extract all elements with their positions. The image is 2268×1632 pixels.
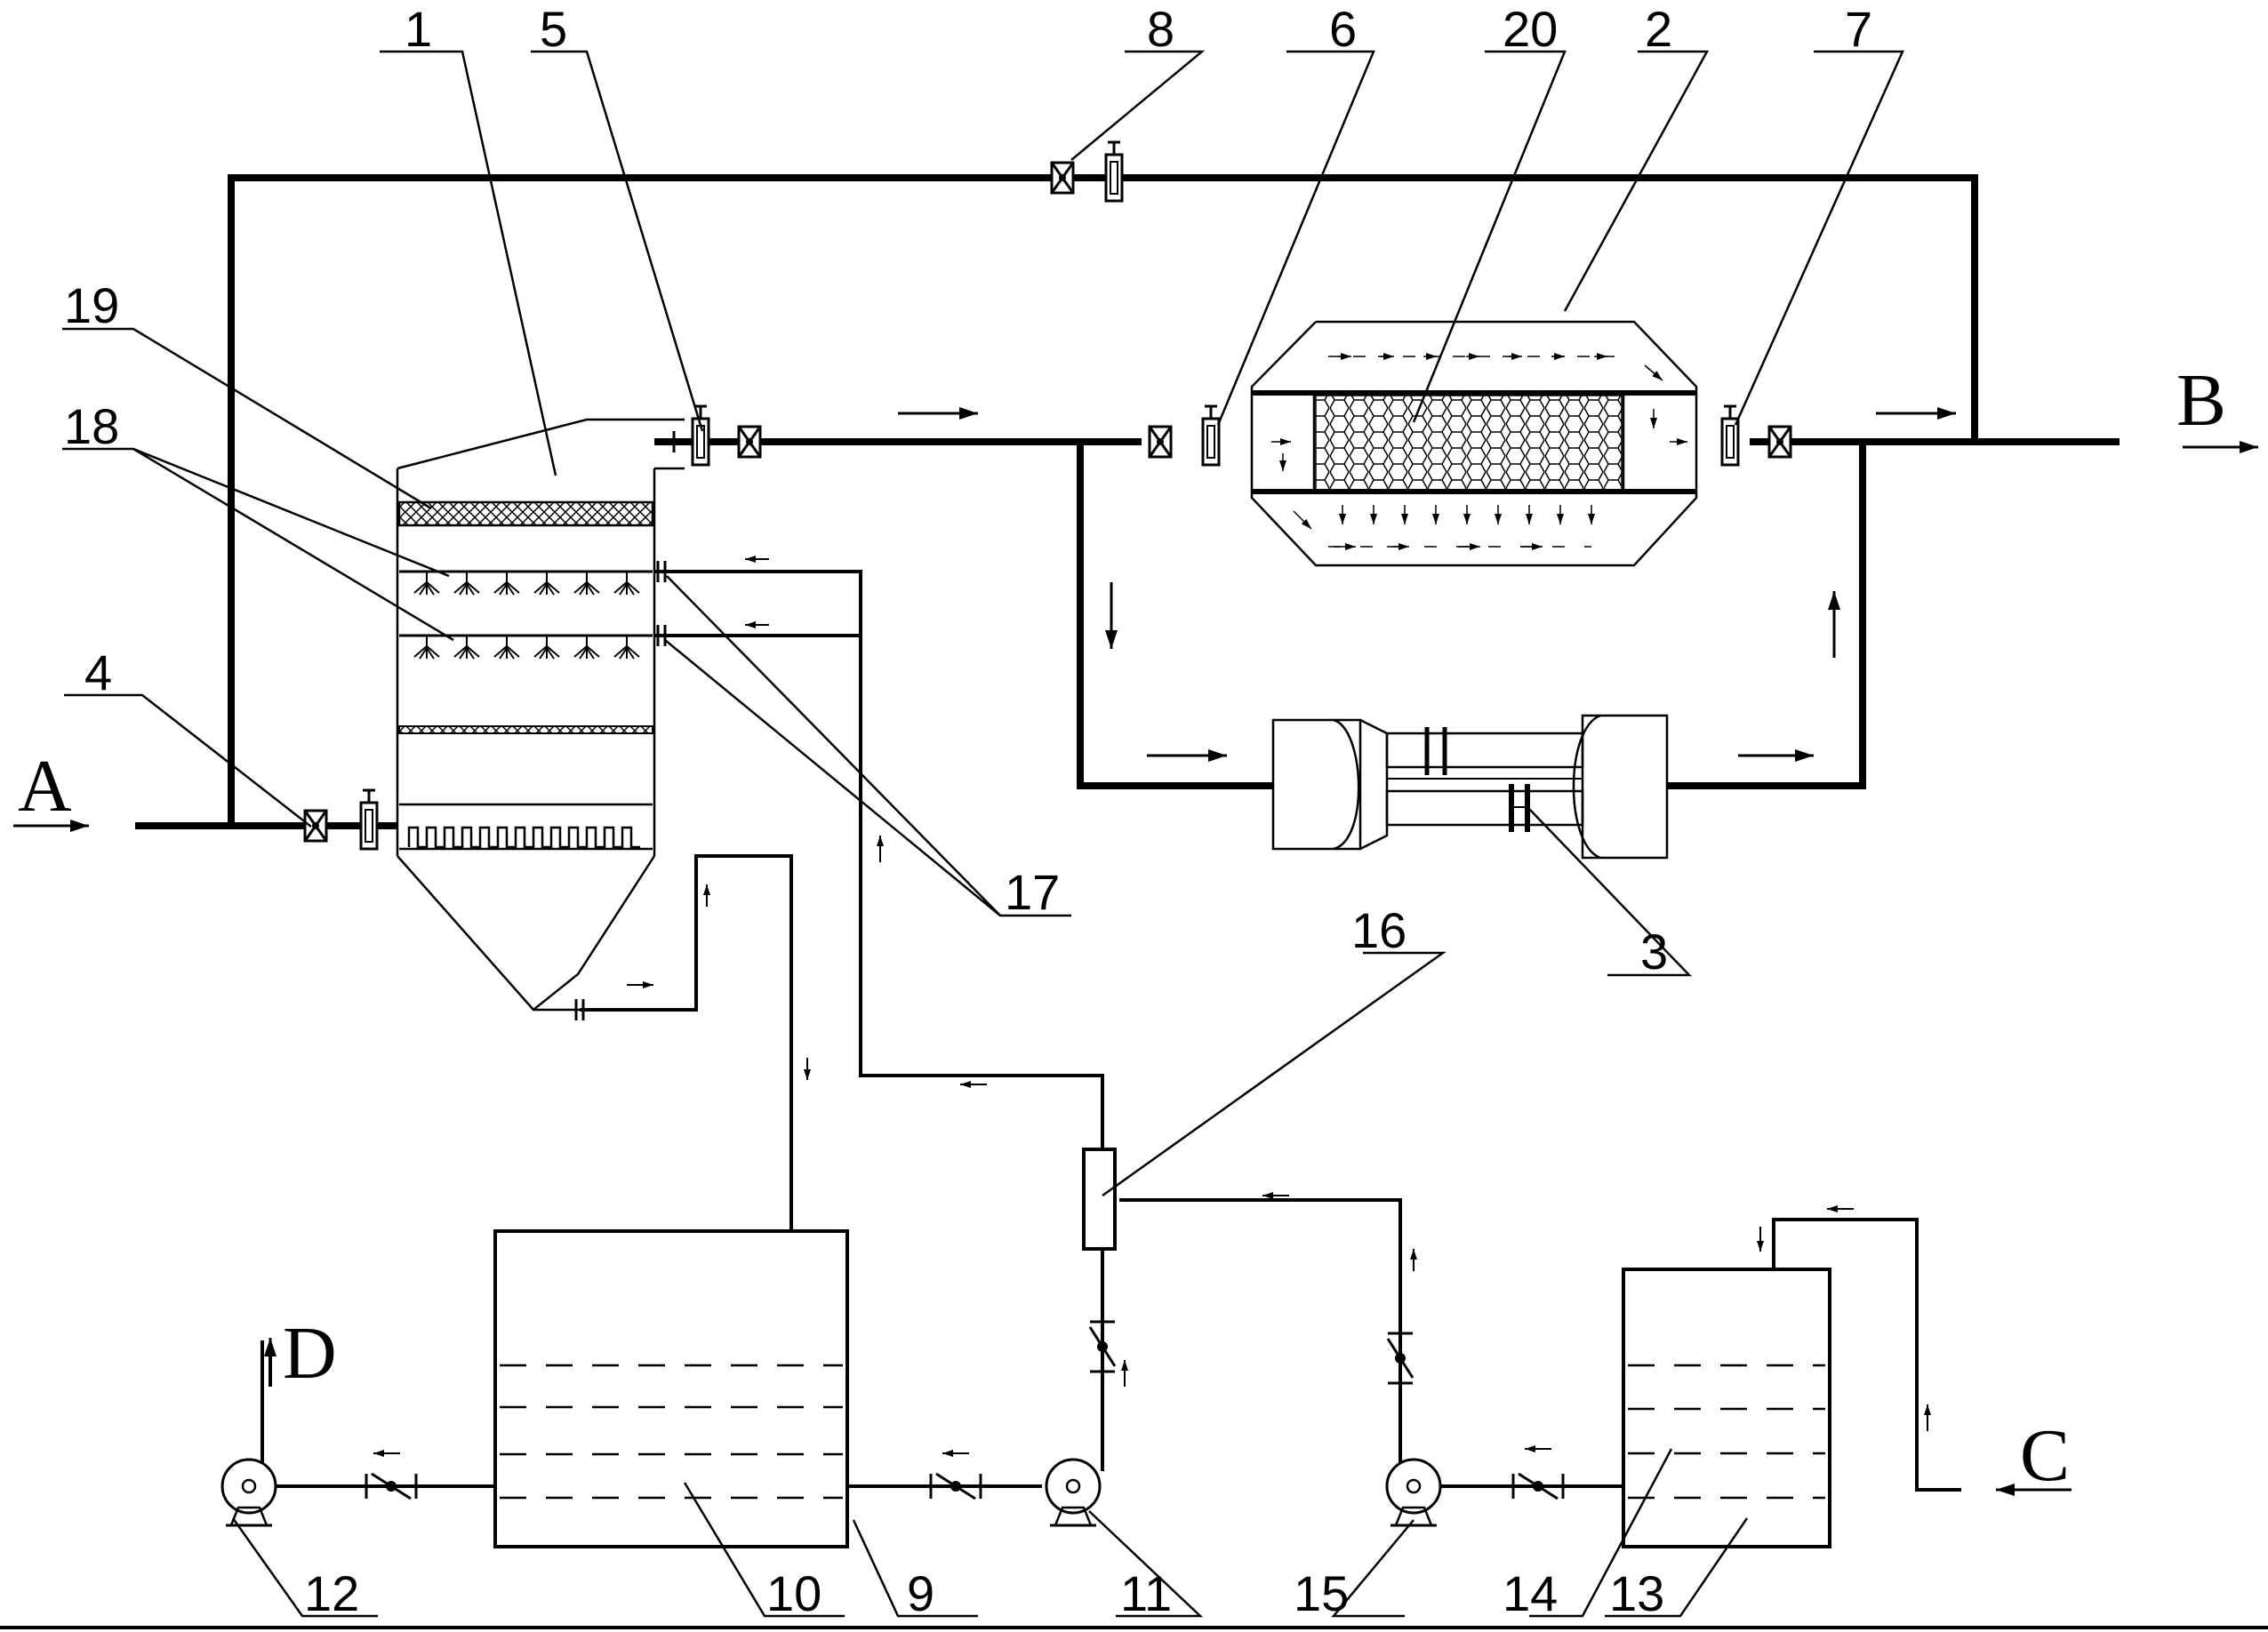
part-number-20: 20 — [1503, 1, 1558, 57]
spray-nozzles-18 — [413, 571, 640, 660]
part-number-8: 8 — [1147, 1, 1174, 57]
part-number-5: 5 — [540, 1, 567, 57]
honeycomb-adsorbent — [1315, 395, 1623, 491]
part-number-3: 3 — [1640, 924, 1668, 980]
pipe-flanges — [574, 431, 676, 1020]
flowmeter-4 — [359, 788, 379, 851]
liquid-pipes — [260, 570, 1961, 1492]
circulation-tank-10 — [493, 1229, 849, 1548]
mist-eliminator-19 — [397, 500, 654, 527]
part-number-16: 16 — [1351, 902, 1406, 958]
flowmeter-6 — [1201, 404, 1221, 467]
part-number-14: 14 — [1503, 1565, 1558, 1621]
part-number-1: 1 — [405, 1, 432, 57]
liquid-flow-arrows — [373, 556, 1931, 1457]
packing-layer — [398, 725, 653, 734]
adsorber-20 — [1250, 320, 1698, 567]
scrubber-tower — [396, 418, 685, 1012]
port-label-b: B — [2176, 359, 2226, 442]
flowmeter-8 — [1104, 140, 1124, 203]
gate-valve-5[interactable] — [737, 425, 762, 459]
part-labels: 1 2 3 4 5 6 7 8 9 10 11 12 13 14 15 16 1… — [64, 1, 1872, 1621]
part-number-10: 10 — [766, 1565, 821, 1621]
static-mixer-16 — [1082, 1148, 1117, 1251]
part-number-18: 18 — [64, 398, 119, 454]
port-arrows — [13, 441, 2258, 1496]
pump-11[interactable] — [1045, 1458, 1102, 1527]
gas-distributor — [407, 826, 640, 849]
part-number-11: 11 — [1120, 1565, 1172, 1621]
part-number-17: 17 — [1005, 864, 1060, 920]
blower-3 — [1271, 714, 1669, 860]
pump-15[interactable] — [1385, 1458, 1442, 1527]
pump-12[interactable] — [220, 1458, 277, 1527]
part-number-4: 4 — [84, 644, 112, 700]
gas-pipes — [135, 174, 2120, 829]
dosing-tank-13 — [1622, 1268, 1831, 1548]
part-number-7: 7 — [1845, 1, 1872, 57]
part-number-12: 12 — [304, 1565, 359, 1621]
flowmeter-7 — [1720, 404, 1740, 467]
part-number-15: 15 — [1294, 1565, 1349, 1621]
part-number-6: 6 — [1329, 1, 1357, 57]
part-number-9: 9 — [907, 1565, 934, 1621]
part-number-2: 2 — [1645, 1, 1672, 57]
part-number-19: 19 — [64, 277, 119, 333]
adsorber-flow-arrows — [1334, 353, 1607, 550]
port-label-a: A — [18, 745, 72, 828]
part-number-13: 13 — [1609, 1565, 1664, 1621]
flowmeter-5 — [691, 404, 710, 467]
gate-valve-4[interactable] — [303, 809, 328, 843]
gas-flow-arrows — [898, 407, 1956, 762]
port-label-c: C — [2020, 1414, 2070, 1497]
gate-valve-8[interactable] — [1050, 161, 1075, 195]
port-label-d: D — [283, 1312, 337, 1395]
leader-lines — [62, 50, 1904, 1618]
gate-valve-6[interactable] — [1148, 425, 1173, 459]
gate-valve-7[interactable] — [1767, 425, 1792, 459]
